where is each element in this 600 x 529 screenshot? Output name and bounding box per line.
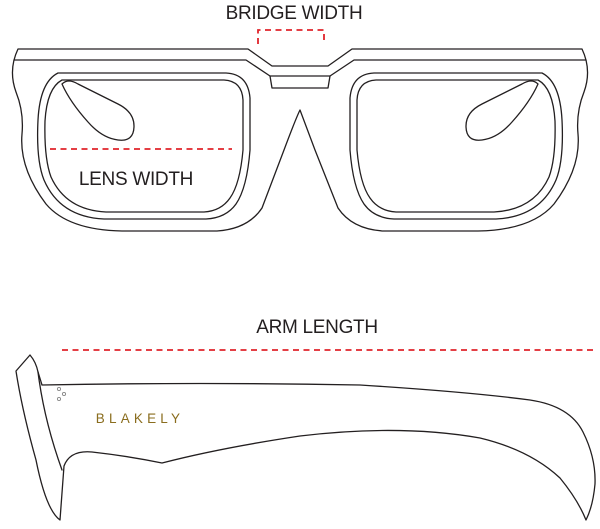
rivet-dot-1 [56,386,62,392]
lens-width-label: LENS WIDTH [79,169,193,190]
temple-arm-outline [15,354,596,521]
rivet-dot-3 [56,396,62,402]
arm-length-label: ARM LENGTH [256,317,378,338]
bridge-width-marker [257,29,325,44]
side-view: BLAKELY [15,354,596,521]
brand-logo-text: BLAKELY [96,411,184,426]
frame-top-rim-line [13,59,587,77]
front-view [11,48,589,232]
nose-pad-left [61,80,135,141]
temple-hinge-edge [37,371,63,471]
bridge-inner-line [269,75,331,89]
lens-left-inner [44,79,244,213]
frame-front-outline [11,48,589,232]
nose-pad-right [465,80,539,141]
lens-right [349,72,564,220]
lens-right-inner [356,79,556,213]
bridge-width-label: BRIDGE WIDTH [226,3,363,24]
lens-left [36,72,251,220]
rivet-dot-2 [61,391,67,397]
